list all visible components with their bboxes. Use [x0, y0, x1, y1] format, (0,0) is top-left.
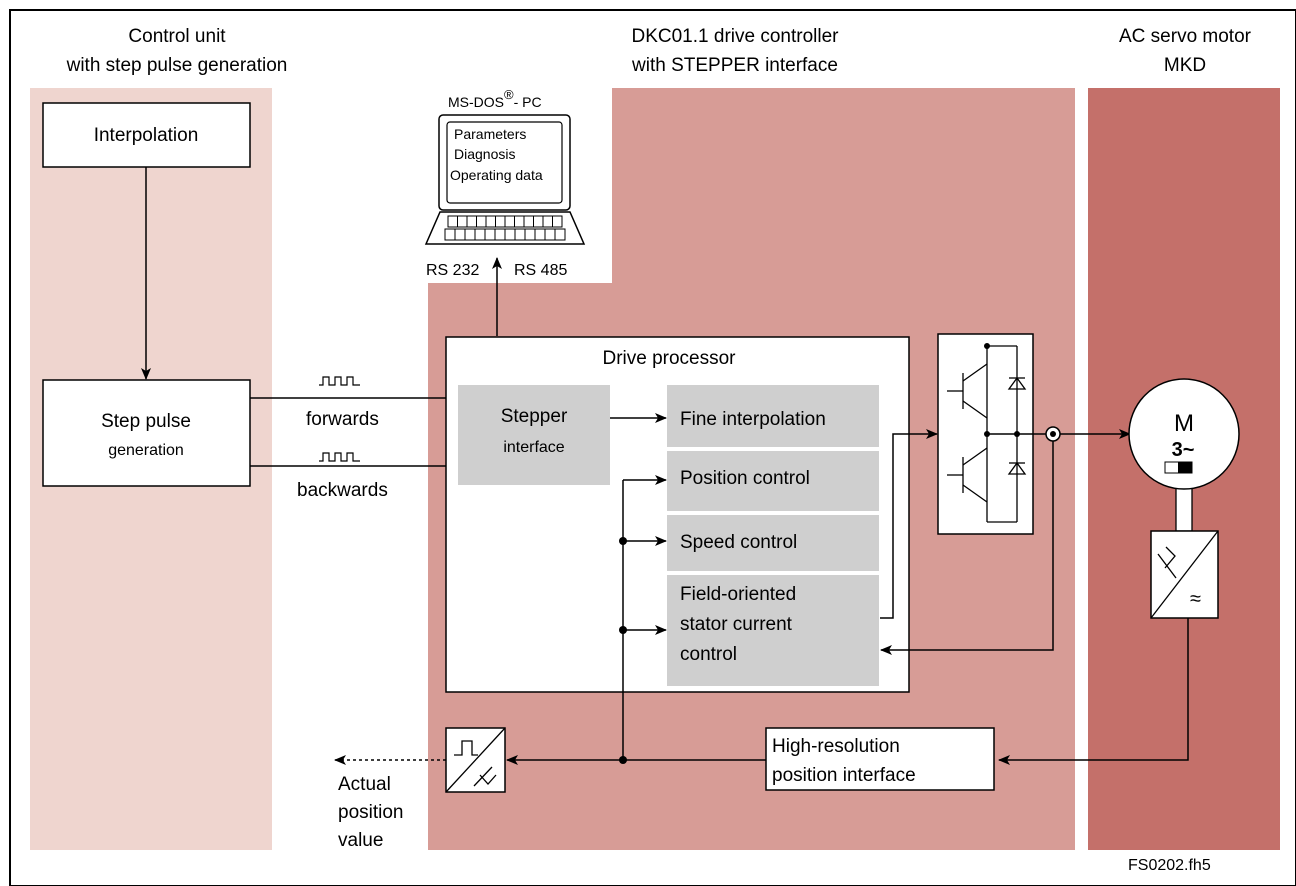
position-interface-label-line1: High-resolution: [772, 736, 900, 757]
actual-position-label-line3: value: [338, 830, 383, 851]
motor-shaft: [1175, 486, 1193, 532]
backwards-pulse-icon: [319, 452, 360, 462]
pc-label: MS-DOS®- PC: [448, 87, 542, 110]
position-interface-label-line2: position interface: [772, 765, 916, 786]
drive-processor-title: Drive processor: [602, 348, 736, 369]
converter-pulse-icon: [454, 740, 478, 756]
encoder-tilde-icon: ≈: [1190, 588, 1201, 610]
rs485-label: RS 485: [514, 262, 567, 279]
motor-symbol: M: [1174, 410, 1194, 437]
speed-control-block: [667, 515, 879, 571]
forwards-label: forwards: [306, 409, 379, 430]
bus-junction-current: [619, 626, 627, 634]
converter-angle-icon: [473, 766, 497, 787]
step-pulse-label-line1: Step pulse: [101, 411, 191, 432]
pc-screen-diagnosis: Diagnosis: [454, 146, 515, 162]
motor-title-line1: AC servo motor: [1119, 26, 1252, 47]
interpolation-label: Interpolation: [94, 125, 199, 146]
backwards-label: backwards: [297, 480, 388, 501]
current-control-to-power-stage: [880, 429, 938, 619]
fine-interpolation-label: Fine interpolation: [680, 409, 826, 430]
pc-screen-operating-data: Operating data: [450, 167, 543, 183]
pc-screen: [446, 121, 563, 204]
encoder-to-interface-arrow: [998, 618, 1189, 765]
position-interface-block: [765, 727, 995, 791]
encoder-angle-icon: [1157, 546, 1177, 579]
current-sensor-dot: [1050, 431, 1056, 437]
drive-controller-title-line2: with STEPPER interface: [631, 55, 838, 76]
motor-phases: 3~: [1172, 439, 1195, 461]
control-unit-title-line1: Control unit: [128, 26, 226, 47]
drive-controller-title-line1: DKC01.1 drive controller: [632, 26, 840, 47]
step-pulse-generation-block: [42, 379, 251, 487]
diode-icons: [984, 343, 1027, 475]
pc-screen-parameters: Parameters: [454, 126, 526, 142]
control-unit-title-line2: with step pulse generation: [66, 55, 288, 76]
field-oriented-label-line3: control: [680, 644, 737, 665]
motor-icon: [1128, 378, 1240, 490]
encoder-divider: [1150, 530, 1219, 619]
field-oriented-label-line2: stator current: [680, 614, 793, 635]
stepper-interface-label-line1: Stepper: [501, 406, 568, 427]
keyboard-icon: [424, 211, 586, 245]
converter-divider: [445, 727, 506, 793]
figure-id: FS0202.fh5: [1128, 857, 1211, 874]
step-pulse-label-line2: generation: [108, 442, 184, 459]
actual-position-label-line2: position: [338, 802, 404, 823]
actual-position-label-line1: Actual: [338, 774, 391, 795]
field-oriented-control-block: [667, 575, 879, 686]
forwards-pulse-icon: [319, 376, 360, 386]
speed-control-label: Speed control: [680, 532, 797, 553]
field-oriented-label-line1: Field-oriented: [680, 584, 796, 605]
rs232-label: RS 232: [426, 262, 479, 279]
position-control-label: Position control: [680, 468, 810, 489]
stepper-interface-block: [458, 385, 610, 485]
motor-title-line2: MKD: [1164, 55, 1206, 76]
bus-junction-speed: [619, 537, 627, 545]
current-feedback-arrow: [880, 441, 1054, 655]
stepper-interface-label-line2: interface: [503, 439, 564, 456]
motor-brake-fill: [1178, 462, 1192, 473]
fine-interpolation-block: [667, 385, 879, 447]
position-control-block: [667, 451, 879, 511]
